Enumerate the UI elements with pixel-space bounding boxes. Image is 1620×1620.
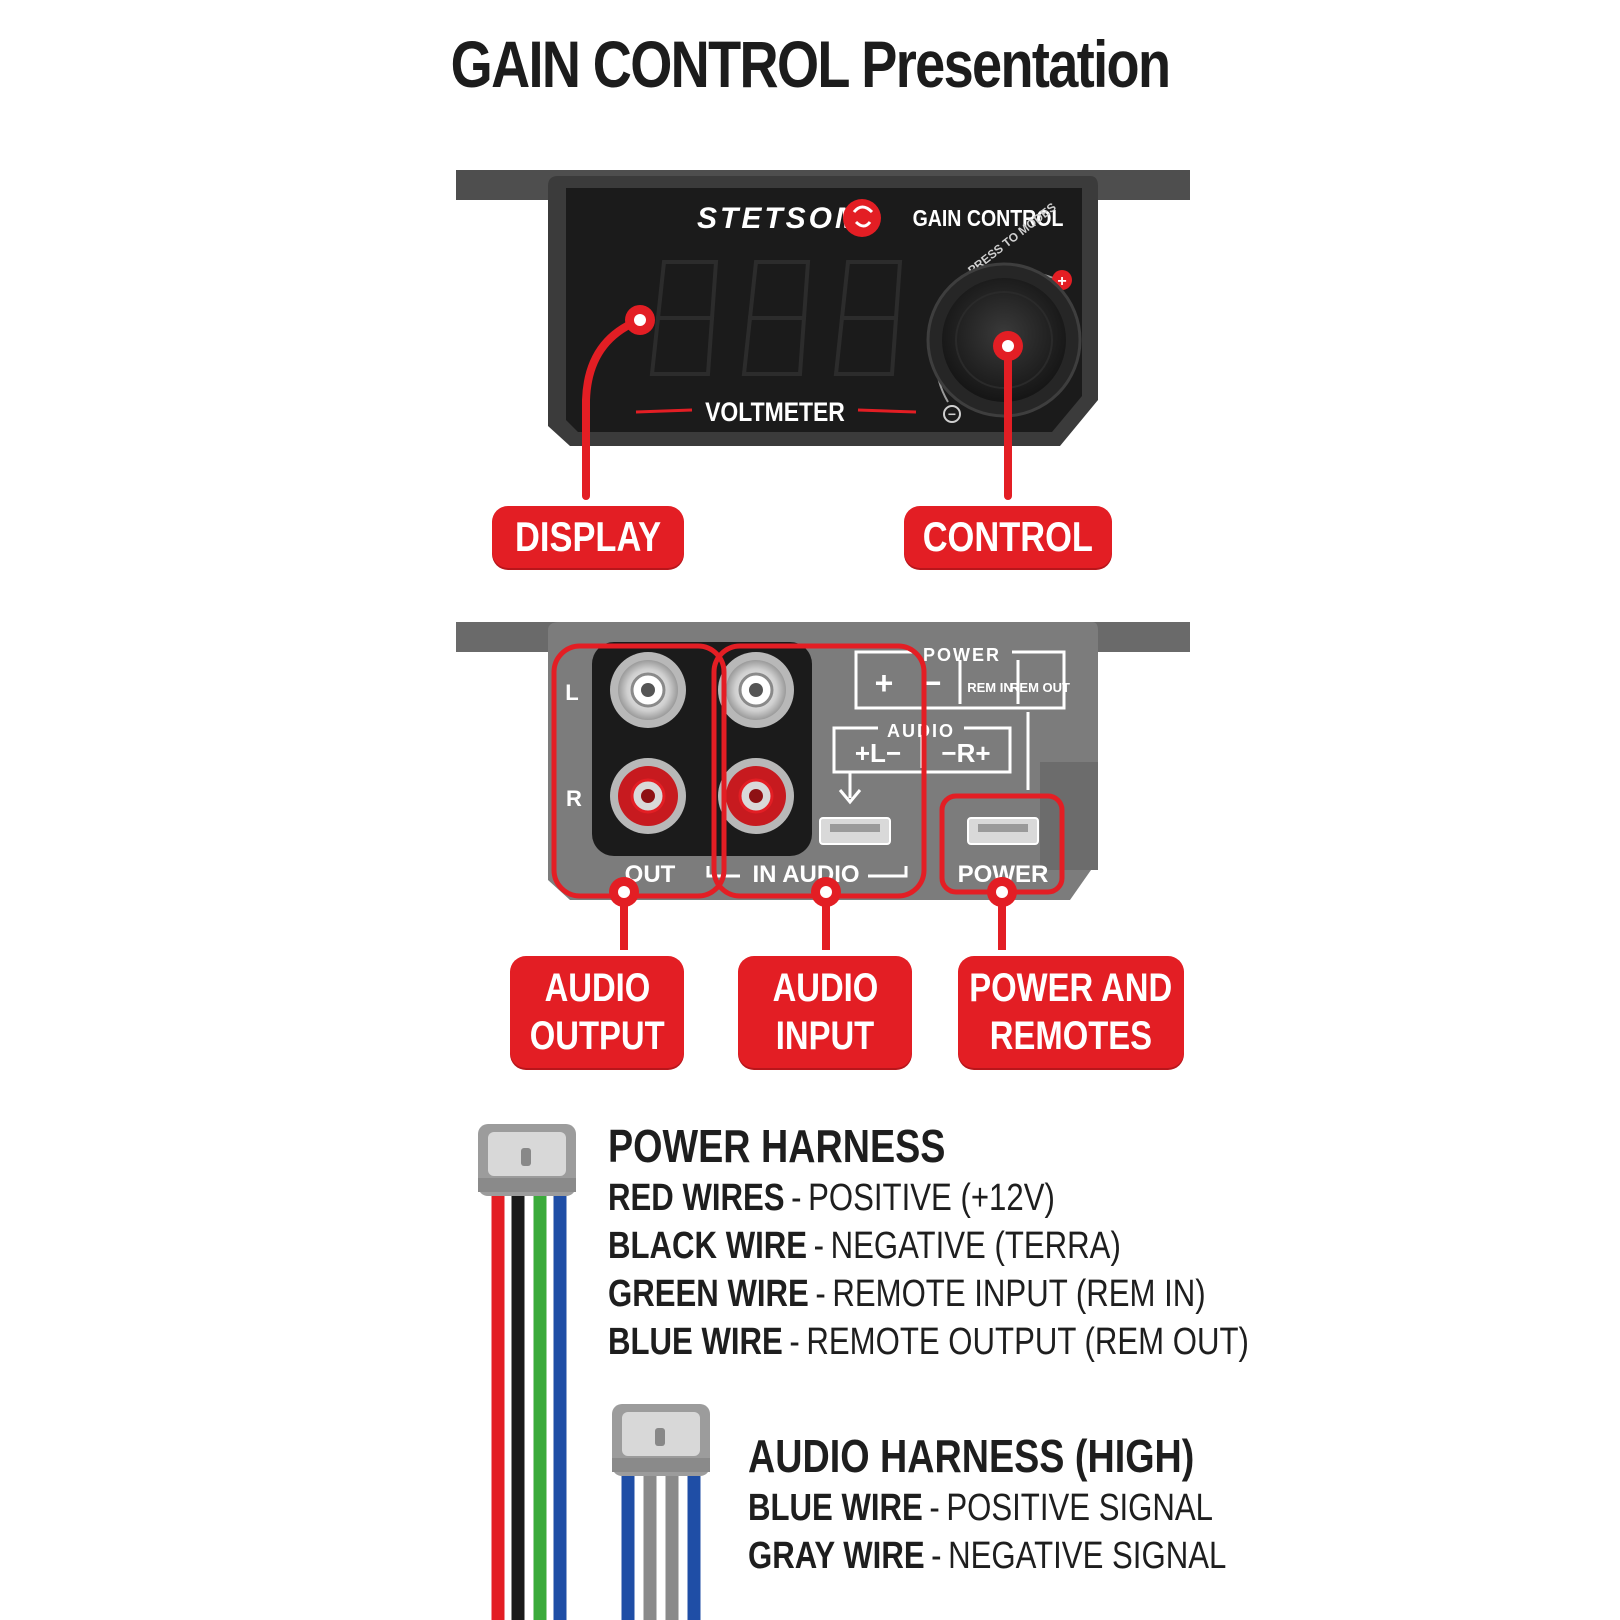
in-audio-bracket xyxy=(706,866,908,878)
power-plus-icon: + xyxy=(875,665,894,701)
audio-output-callout-line1: AUDIO xyxy=(544,966,650,1010)
control-callout-text: CONTROL xyxy=(922,513,1094,560)
page-title: GAIN CONTROL Presentation xyxy=(450,27,1171,101)
brand-logo: STETSOM xyxy=(697,202,863,235)
wire-description: REMOTE INPUT (REM IN) xyxy=(832,1273,1206,1315)
audio-input-callout-line2: INPUT xyxy=(775,1014,875,1058)
power-harness-row: BLUE WIRE-REMOTE OUTPUT (REM OUT) xyxy=(608,1321,1249,1363)
wire-description: NEGATIVE SIGNAL xyxy=(948,1535,1227,1577)
caption-line-right xyxy=(857,408,917,414)
voltmeter-caption: VOLTMETER xyxy=(705,397,845,427)
wire-description: REMOTE OUTPUT (REM OUT) xyxy=(806,1321,1249,1363)
audio-connector-port[interactable] xyxy=(819,817,891,845)
audio-harness-legend: AUDIO HARNESS (HIGH) BLUE WIRE-POSITIVE … xyxy=(748,1428,1331,1580)
wire-description: NEGATIVE (TERRA) xyxy=(830,1225,1121,1267)
power-harness-title: POWER HARNESS xyxy=(608,1120,946,1172)
wire-name: BLUE WIRE xyxy=(608,1321,783,1363)
wire-description: POSITIVE SIGNAL xyxy=(946,1487,1214,1529)
wire-name: RED WIRES xyxy=(608,1177,785,1219)
audio-input-callout-line1: AUDIO xyxy=(772,966,878,1010)
display-digit xyxy=(741,260,811,376)
power-callout-line2: REMOTES xyxy=(989,1014,1153,1058)
left-channel-label: L xyxy=(565,680,578,705)
audio-output-highlight xyxy=(551,643,727,899)
seven-segment-display xyxy=(649,260,903,376)
control-callout: CONTROL xyxy=(904,506,1112,568)
back-side-block xyxy=(1040,762,1098,870)
rca-jack-in-right[interactable] xyxy=(718,758,794,834)
power-callout-line1: POWER AND xyxy=(969,966,1173,1010)
audio-group-label: AUDIO xyxy=(887,721,955,741)
power-connector-port[interactable] xyxy=(967,817,1039,845)
knob-plus-glyph: + xyxy=(1057,273,1066,290)
back-leaders xyxy=(620,892,1006,950)
wire-name: GRAY WIRE xyxy=(748,1535,925,1577)
caption-line-left xyxy=(635,408,693,414)
brand-mark-icon xyxy=(843,199,881,237)
device-front: STETSOM GAIN CONTROL VOLTMETER PRESS TO xyxy=(456,170,1190,446)
knob-minus-glyph: − xyxy=(948,406,956,422)
audio-harness-illustration xyxy=(612,1404,710,1620)
wire-name: GREEN WIRE xyxy=(608,1273,809,1315)
power-harness-legend: POWER HARNESS RED WIRES-POSITIVE (+12V) … xyxy=(608,1118,1390,1366)
power-harness-row: RED WIRES-POSITIVE (+12V) xyxy=(608,1177,1055,1219)
knob-minus-icon xyxy=(943,405,961,423)
display-digit xyxy=(649,260,719,376)
right-channel-label: R xyxy=(566,786,582,811)
display-callout: DISPLAY xyxy=(492,506,684,568)
power-minus-icon: − xyxy=(923,665,942,701)
power-harness-row: BLACK WIRE-NEGATIVE (TERRA) xyxy=(608,1225,1121,1267)
audio-output-callout: AUDIO OUTPUT xyxy=(510,956,684,1068)
power-harness-illustration xyxy=(478,1124,576,1620)
power-callout: POWER AND REMOTES xyxy=(958,956,1184,1068)
display-callout-text: DISPLAY xyxy=(514,513,662,560)
audio-input-callout: AUDIO INPUT xyxy=(738,956,912,1068)
model-label: GAIN CONTROL xyxy=(913,206,1064,232)
rem-out-label: REM OUT xyxy=(1010,680,1070,695)
audio-output-callout-line2: OUTPUT xyxy=(529,1014,665,1058)
rem-in-label: REM IN xyxy=(967,680,1013,695)
audio-harness-row: BLUE WIRE-POSITIVE SIGNAL xyxy=(748,1487,1214,1529)
power-harness-row: GREEN WIRE-REMOTE INPUT (REM IN) xyxy=(608,1273,1206,1315)
wire-description: POSITIVE (+12V) xyxy=(808,1177,1055,1219)
rca-jack-out-right[interactable] xyxy=(610,758,686,834)
power-terminal-group xyxy=(854,650,1066,710)
audio-harness-row: GRAY WIRE-NEGATIVE SIGNAL xyxy=(748,1535,1227,1577)
device-back: L R xyxy=(456,622,1190,900)
wire-name: BLACK WIRE xyxy=(608,1225,808,1267)
display-digit xyxy=(833,260,903,376)
rca-jack-out-left[interactable] xyxy=(610,652,686,728)
audio-left-terminal: +L− xyxy=(855,738,901,768)
audio-right-terminal: −R+ xyxy=(941,738,990,768)
rca-jack-in-left[interactable] xyxy=(718,652,794,728)
in-audio-label: IN AUDIO xyxy=(752,861,859,888)
power-group-label: POWER xyxy=(923,645,1001,665)
wire-name: BLUE WIRE xyxy=(748,1487,923,1529)
audio-harness-title: AUDIO HARNESS (HIGH) xyxy=(748,1430,1195,1482)
